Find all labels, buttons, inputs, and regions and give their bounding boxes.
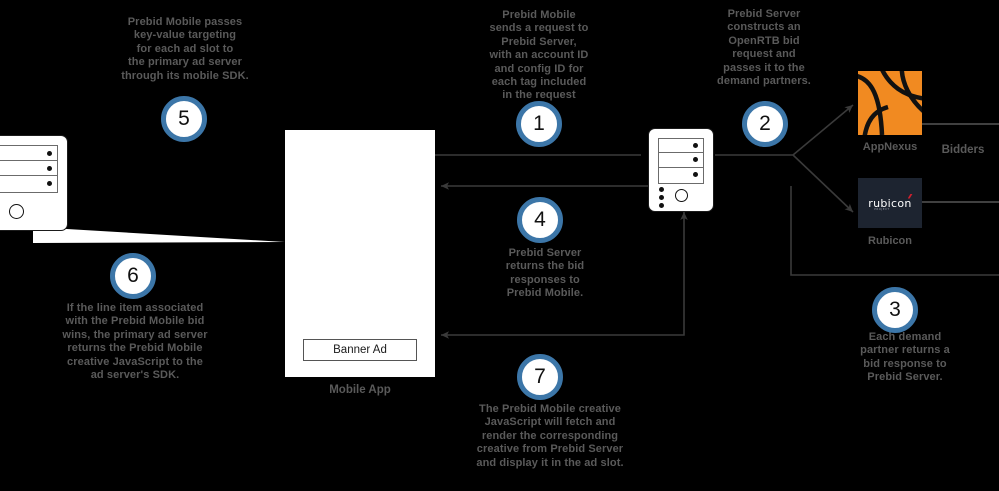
wire-trunk-to-appnexus [792,104,854,156]
server-bay [659,153,703,168]
step-7-text: The Prebid Mobile creative JavaScript wi… [476,403,624,469]
step-4-text: Prebid Server returns the bid responses … [505,247,585,300]
banner-ad-slot[interactable]: Banner Ad [303,339,417,361]
rubicon-logo: rubicon PROJECT [858,178,922,228]
appnexus-logo [858,71,922,135]
wire-trunk-to-rubicon [792,154,854,213]
step-6-text: If the line item associated with the Pre… [62,302,208,382]
step-3-text: Each demand partner returns a bid respon… [860,331,950,384]
step-2-badge: 2 [742,101,788,147]
wire-server-to-ad-slot [441,220,685,339]
step-6-badge: 6 [110,253,156,299]
step-1-badge: 1 [516,101,562,147]
wire-bidders-return-bus [790,186,999,276]
appnexus-label: AppNexus [862,141,918,153]
prebid-server-icon [648,128,714,212]
rubicon-label: Rubicon [868,235,912,247]
server-bay [0,161,57,176]
server-indicator-dots [659,187,664,211]
mobile-app-label: Mobile App [329,384,391,396]
step-5-badge: 5 [161,96,207,142]
wire-adserver-wedge [33,227,285,243]
rubicon-accent-mark [907,193,913,199]
server-bay [0,146,57,161]
rubicon-wordmark-text: rubicon [868,196,912,210]
step-3-badge: 3 [872,287,918,333]
rubicon-wordmark: rubicon PROJECT [868,193,913,211]
rubicon-tagline: PROJECT [874,207,890,211]
server-power-knob [9,204,24,219]
step-4-badge: 4 [517,197,563,243]
step-2-text: Prebid Server constructs an OpenRTB bid … [717,8,811,88]
step-7-badge: 7 [517,354,563,400]
server-bay [659,139,703,154]
mobile-app-surface: Banner Ad [285,130,435,377]
step-5-text: Prebid Mobile passes key-value targeting… [121,16,249,82]
step-1-text: Prebid Mobile sends a request to Prebid … [489,9,589,102]
bidders-group-label: Bidders [941,144,985,156]
server-bay [0,176,57,191]
ad-server-icon [0,135,68,231]
server-power-knob [675,189,688,202]
server-bay [659,168,703,182]
